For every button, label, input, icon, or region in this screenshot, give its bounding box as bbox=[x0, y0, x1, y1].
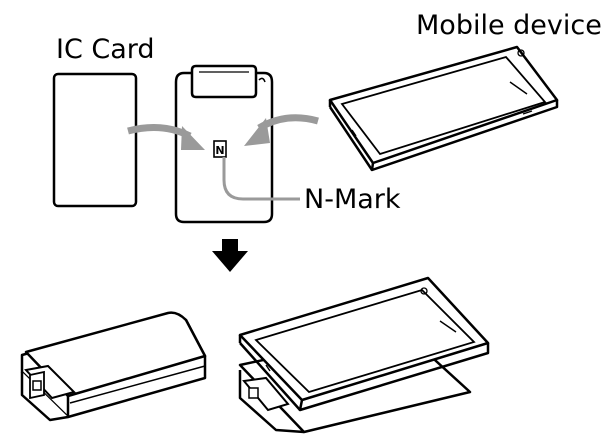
down-arrow bbox=[212, 239, 248, 272]
arrow-from-mobile-device bbox=[244, 114, 319, 146]
mobile-screen-bottom bbox=[254, 288, 476, 394]
ic-card-label: IC Card bbox=[56, 34, 155, 65]
mobile-device-label: Mobile device bbox=[416, 10, 602, 41]
reader-clip bbox=[190, 64, 258, 99]
n-mark-label: N-Mark bbox=[304, 184, 401, 215]
arrow-from-ic-card bbox=[127, 124, 205, 150]
mobile-screen bbox=[340, 55, 547, 156]
svg-text:N: N bbox=[215, 144, 224, 157]
mobile-device bbox=[328, 45, 559, 172]
n-mark-leader-line bbox=[222, 157, 300, 201]
ic-card bbox=[52, 72, 138, 208]
reader-with-mobile-device bbox=[238, 276, 490, 434]
reader-with-ic-card bbox=[20, 311, 207, 422]
n-mark-icon: N bbox=[213, 140, 227, 158]
